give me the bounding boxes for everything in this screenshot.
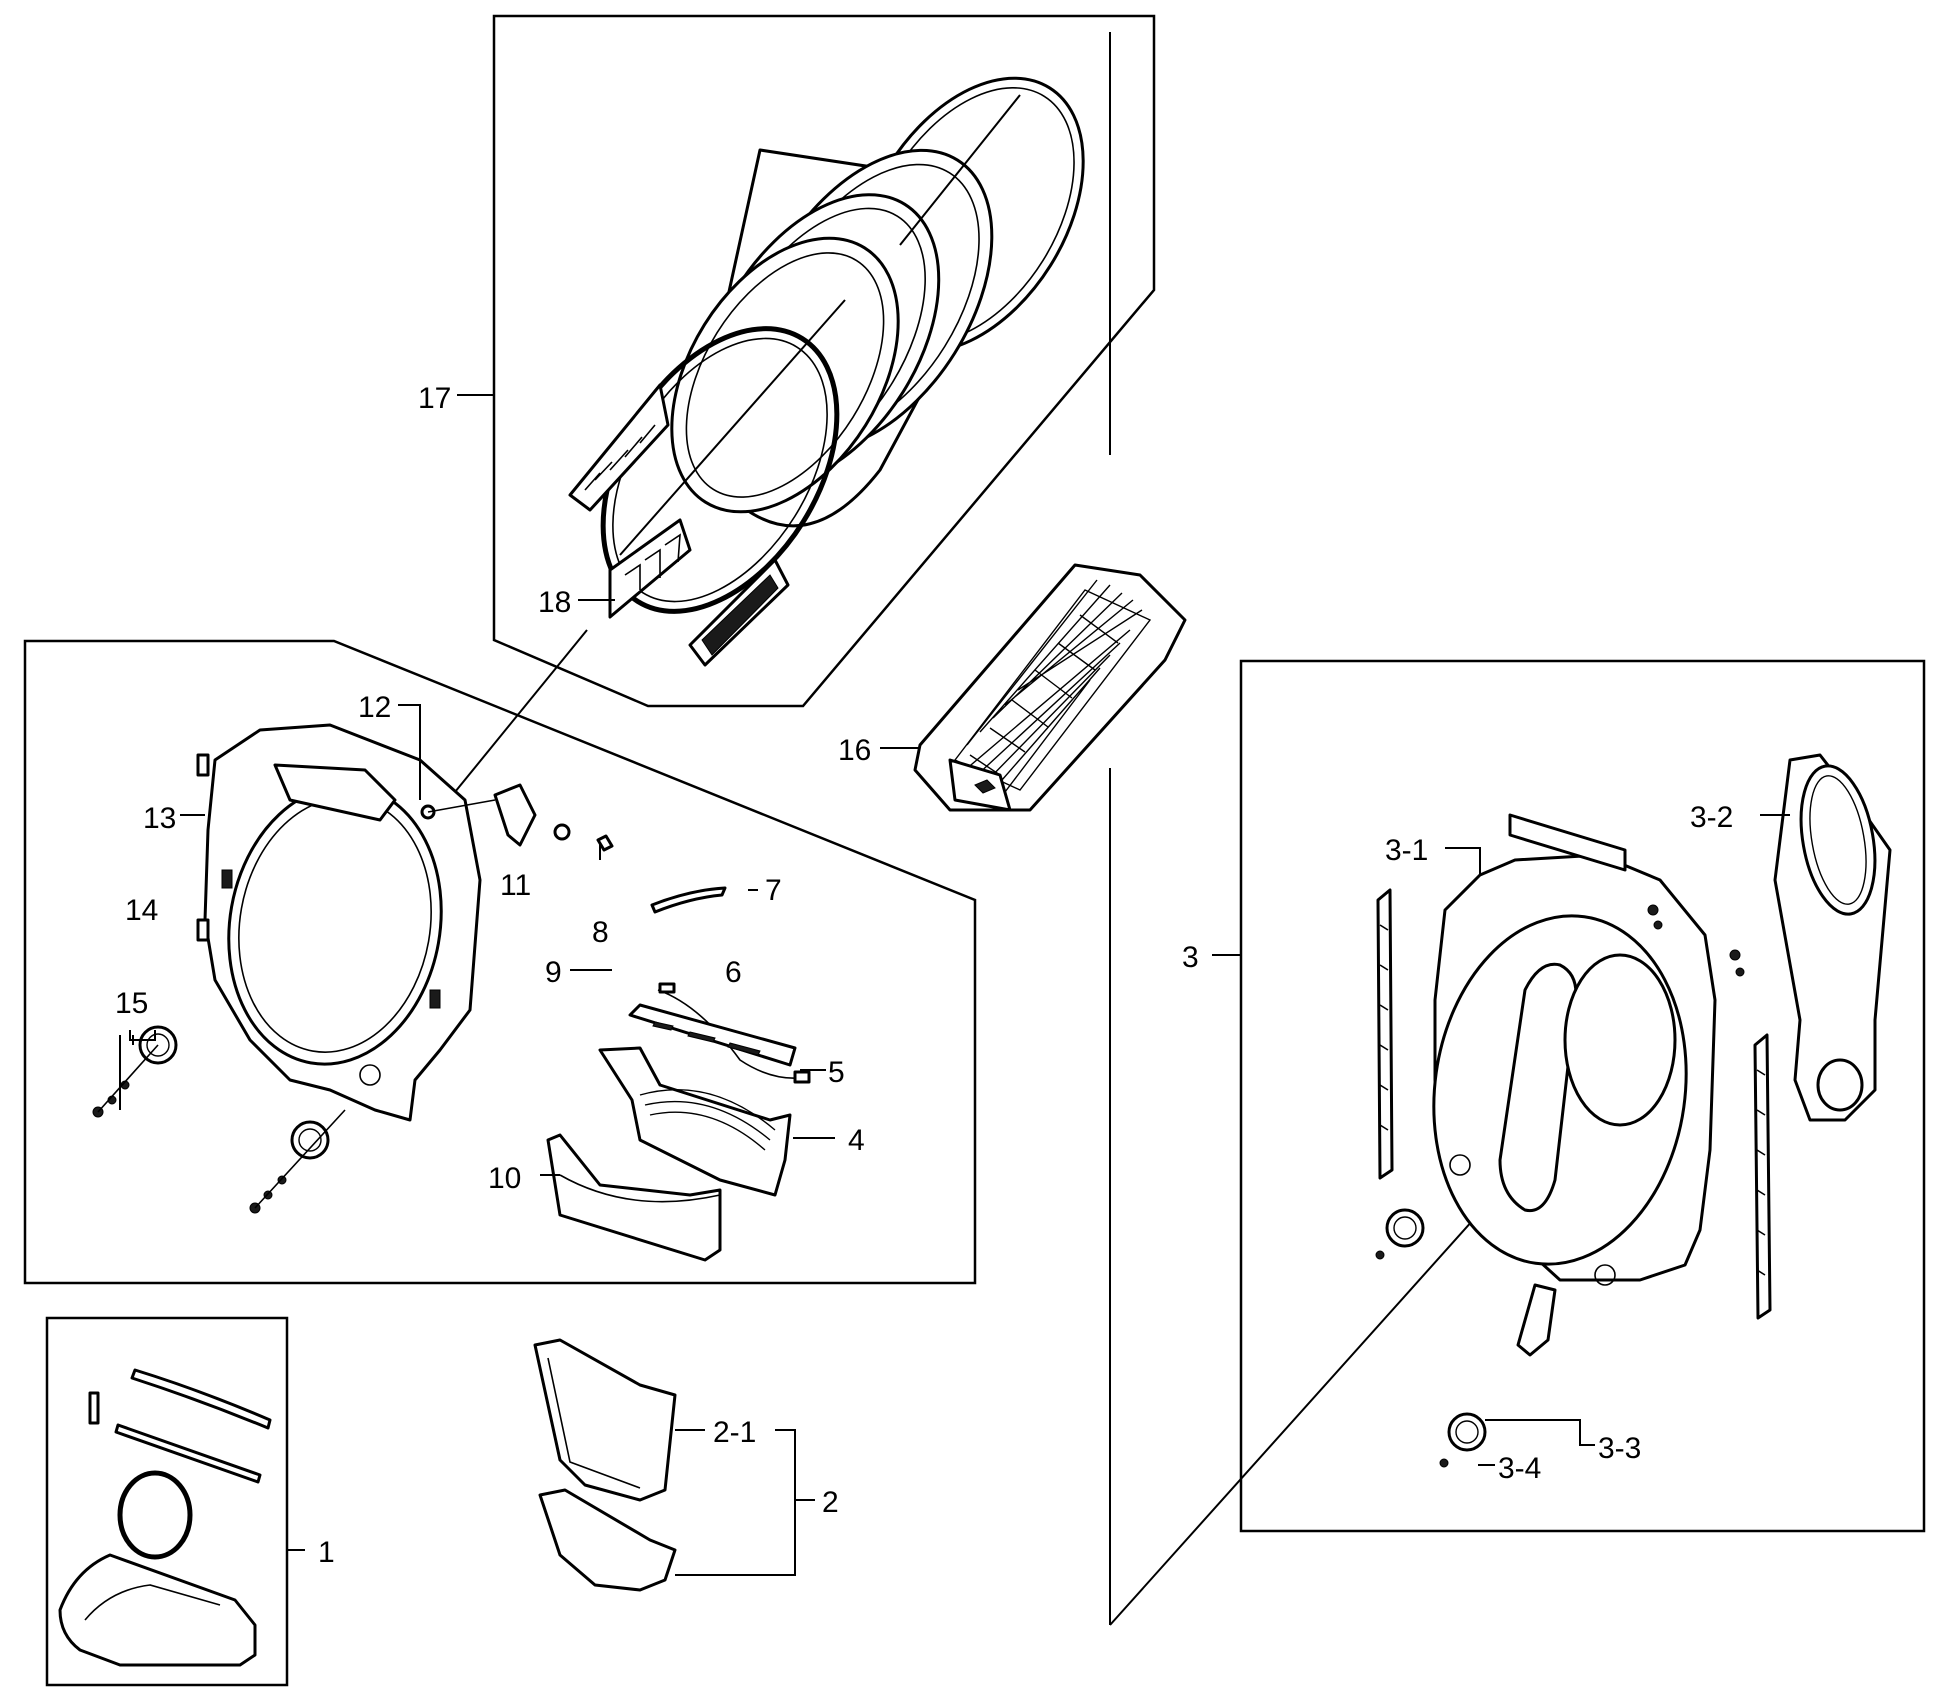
callout-17: 17 bbox=[418, 382, 451, 415]
rear-frame-panel bbox=[1432, 853, 1717, 1286]
callout-1: 1 bbox=[318, 1536, 335, 1569]
callout-15: 15 bbox=[115, 987, 148, 1020]
drum-group-frame bbox=[492, 14, 1156, 708]
front-frame bbox=[196, 723, 482, 1122]
rear-rail-left bbox=[1376, 888, 1394, 1180]
drum-assembly bbox=[600, 76, 1085, 614]
leader-lines bbox=[119, 394, 1790, 1576]
duct-group-frame bbox=[45, 1316, 289, 1687]
callout-7: 7 bbox=[765, 874, 782, 907]
part-10-bracket bbox=[546, 1133, 722, 1262]
callout-14: 14 bbox=[125, 894, 158, 927]
roller-assembly-left bbox=[92, 1025, 178, 1118]
rear-bolts bbox=[1647, 904, 1745, 977]
rear-roller-3-3 bbox=[1439, 1283, 1557, 1468]
callout-labels: 17 18 16 12 13 14 15 11 8 7 6 9 5 4 10 1… bbox=[115, 382, 1733, 1569]
part-4-filter-housing bbox=[598, 1046, 792, 1197]
roller-assembly-front bbox=[249, 1109, 346, 1214]
callout-12: 12 bbox=[358, 691, 391, 724]
callout-3-3: 3-3 bbox=[1598, 1432, 1641, 1465]
rear-duct-cover bbox=[1773, 753, 1892, 1122]
rear-bracket-top bbox=[1508, 813, 1627, 872]
callout-10: 10 bbox=[488, 1162, 521, 1195]
part-6-wire-harness bbox=[657, 982, 811, 1084]
callout-5: 5 bbox=[828, 1056, 845, 1089]
callout-4: 4 bbox=[848, 1124, 865, 1157]
callout-13: 13 bbox=[143, 802, 176, 835]
callout-18: 18 bbox=[538, 586, 571, 619]
callout-3-2: 3-2 bbox=[1690, 801, 1733, 834]
bracket-12 bbox=[420, 799, 496, 820]
drum-lifter-2 bbox=[608, 518, 692, 619]
callout-3-4: 3-4 bbox=[1498, 1452, 1541, 1485]
lint-filter bbox=[913, 563, 1187, 812]
door-switch bbox=[493, 783, 537, 847]
callout-8: 8 bbox=[592, 916, 609, 949]
callout-11: 11 bbox=[500, 869, 531, 902]
drum-lifter-3 bbox=[688, 558, 790, 667]
rear-frame-group-frame bbox=[1239, 659, 1926, 1533]
door-catch bbox=[553, 823, 614, 852]
callout-3-1: 3-1 bbox=[1385, 834, 1428, 867]
front-frame-group-frame bbox=[23, 639, 977, 1285]
part-2-cover-assembly bbox=[533, 1338, 677, 1592]
part-5-cover bbox=[628, 1003, 797, 1067]
callout-6: 6 bbox=[725, 956, 742, 989]
callout-9: 9 bbox=[545, 956, 562, 989]
front-frame-connector-line bbox=[454, 629, 588, 793]
rear-frame-connector-diagonal bbox=[1109, 1151, 1535, 1626]
drum-lifter-1 bbox=[568, 383, 670, 512]
callout-2-1: 2-1 bbox=[713, 1416, 756, 1449]
callout-3: 3 bbox=[1182, 941, 1199, 974]
part-1-duct-assembly bbox=[58, 1368, 272, 1667]
part-7-strip bbox=[650, 886, 727, 914]
rear-rail-right bbox=[1753, 1033, 1772, 1320]
rear-roller-left bbox=[1375, 1208, 1425, 1260]
callout-2: 2 bbox=[822, 1486, 839, 1519]
callout-16: 16 bbox=[838, 734, 871, 767]
